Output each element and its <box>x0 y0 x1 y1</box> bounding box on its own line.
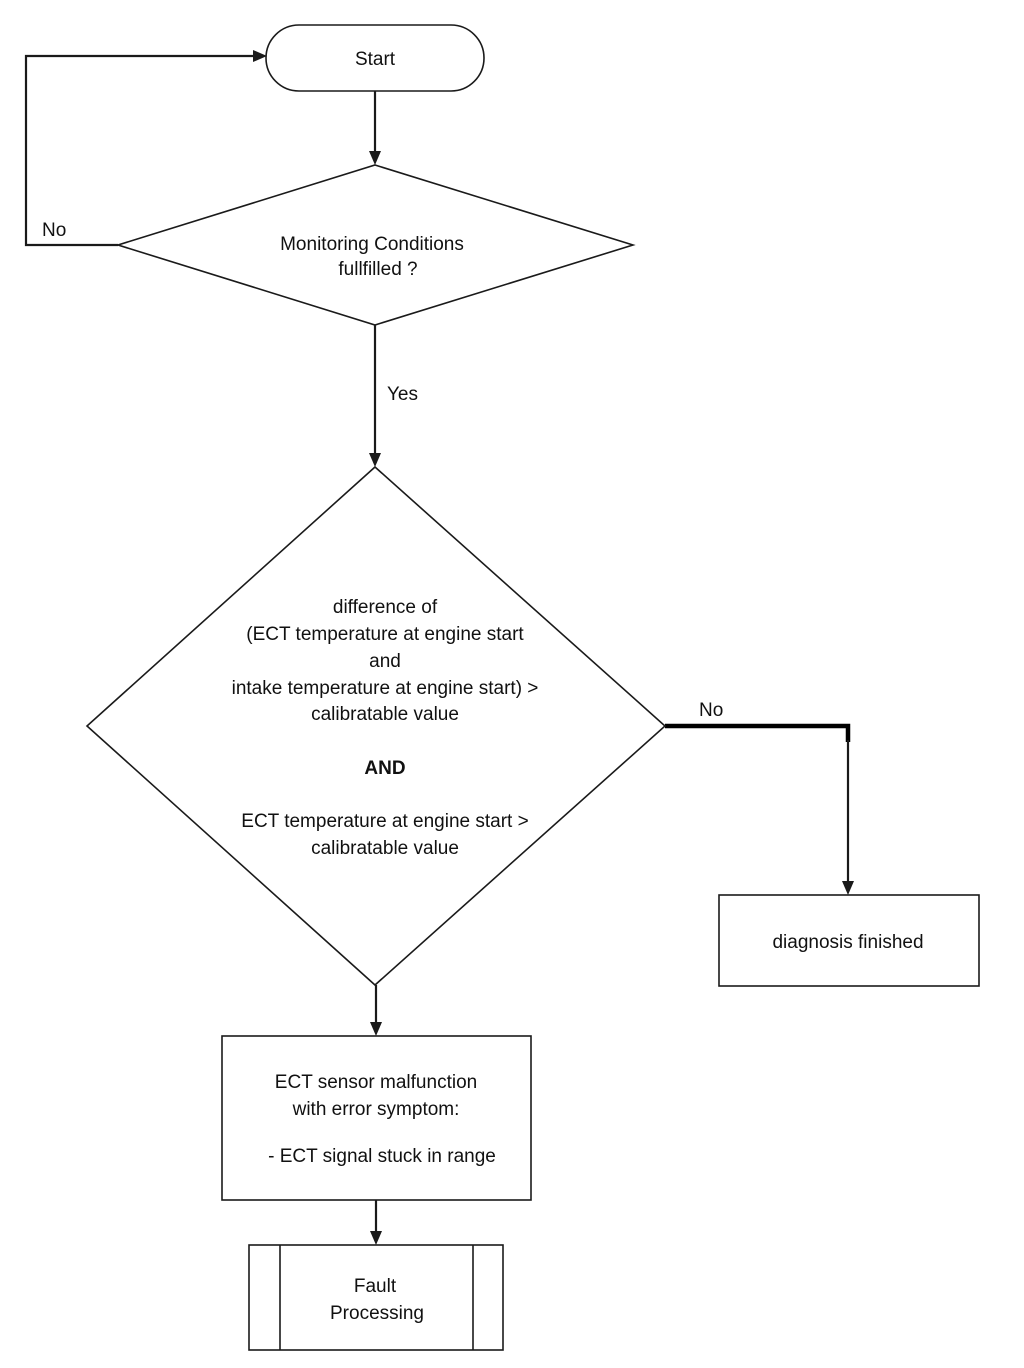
fault-line-2: Processing <box>330 1303 424 1324</box>
check-line-5: calibratable value <box>311 704 459 725</box>
check-line-6: ECT temperature at engine start > <box>241 811 528 832</box>
monitoring-decision: Monitoring Conditions fullfilled ? <box>115 164 636 326</box>
fault-processing-box: Fault Processing <box>248 1244 504 1351</box>
start-node: Start <box>265 24 485 92</box>
edge-check-to-malfunction <box>370 985 382 1036</box>
check-decision: difference of (ECT temperature at engine… <box>85 465 667 987</box>
arrowhead-icon <box>253 50 267 62</box>
fault-line-1: Fault <box>354 1276 397 1297</box>
malfunction-line-2: with error symptom: <box>292 1099 460 1120</box>
monitoring-label-line-2: fullfilled ? <box>338 259 417 280</box>
arrowhead-icon <box>369 453 381 467</box>
malfunction-box: ECT sensor malfunction with error sympto… <box>221 1035 532 1201</box>
arrowhead-icon <box>370 1022 382 1036</box>
check-line-4: intake temperature at engine start) > <box>232 678 539 699</box>
start-label: Start <box>355 49 396 70</box>
malfunction-bullet: - ECT signal stuck in range <box>268 1146 496 1167</box>
edge-malfunction-to-fault <box>370 1200 382 1245</box>
check-operator: AND <box>364 758 405 779</box>
arrowhead-icon <box>842 881 854 895</box>
edge-monitoring-no-loop <box>24 50 267 247</box>
diagnosis-finished-box: diagnosis finished <box>718 894 980 987</box>
arrowhead-icon <box>370 1231 382 1245</box>
diagnosis-finished-label: diagnosis finished <box>772 932 923 953</box>
malfunction-line-1: ECT sensor malfunction <box>275 1072 477 1093</box>
edge-check-no <box>665 723 854 895</box>
check-no-label: No <box>699 700 723 721</box>
check-line-3: and <box>369 651 401 672</box>
monitoring-yes-label: Yes <box>387 384 418 405</box>
monitoring-label-line-1: Monitoring Conditions <box>280 234 464 255</box>
check-line-1: difference of <box>333 597 438 618</box>
check-line-2: (ECT temperature at engine start <box>246 624 524 645</box>
check-line-7: calibratable value <box>311 838 459 859</box>
arrowhead-icon <box>369 151 381 165</box>
edge-start-to-monitoring <box>369 90 381 165</box>
edge-monitoring-yes <box>369 325 381 467</box>
monitoring-no-label: No <box>42 220 66 241</box>
